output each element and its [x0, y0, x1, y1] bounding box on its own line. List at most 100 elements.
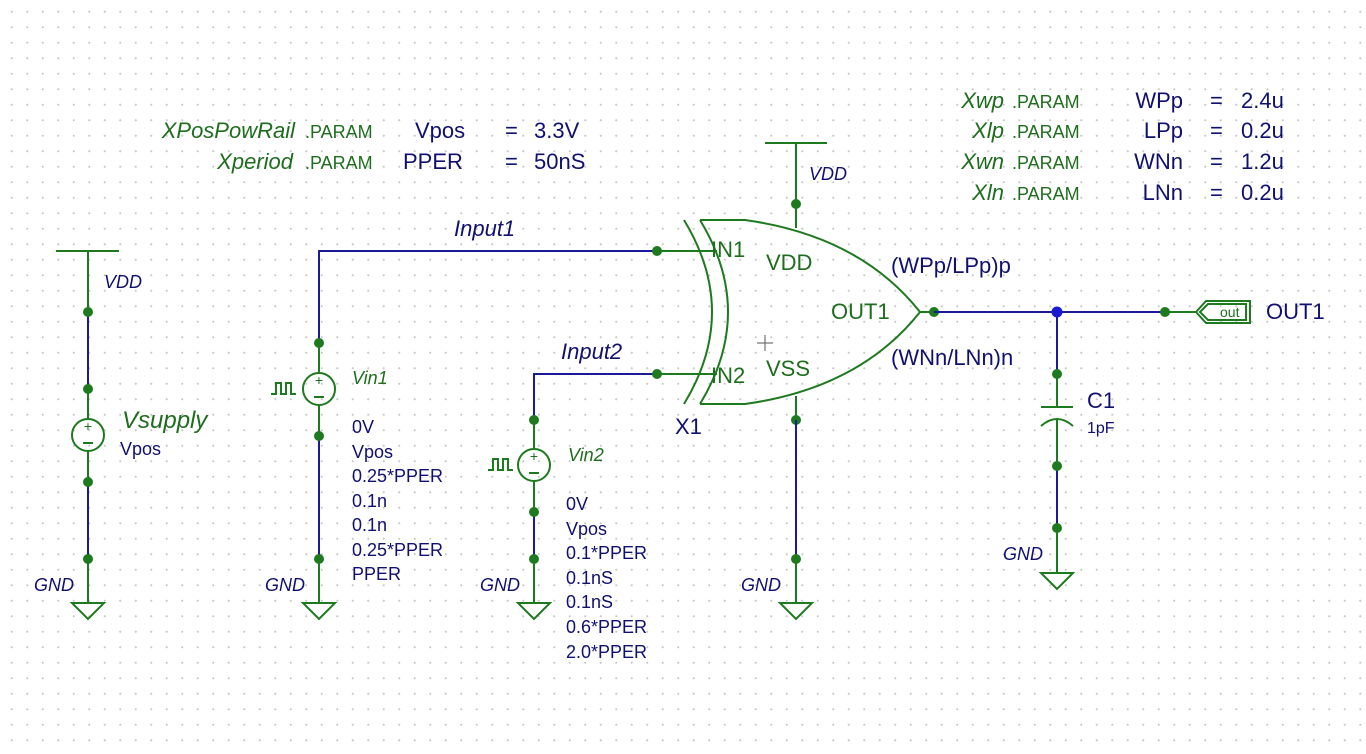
param-line: PPER: [352, 564, 401, 584]
pin-dot: [1160, 307, 1170, 317]
param-line: 0V: [566, 494, 588, 514]
xor-gate-x1[interactable]: IN1 IN2 VDD VSS OUT1 X1 (WPp/LPp)p (WNn/…: [652, 199, 1013, 439]
ground-icon: [777, 602, 815, 621]
param-value[interactable]: 0.2u: [1241, 180, 1284, 205]
wire-input2: [533, 373, 657, 420]
gate-vdd-supply: VDD: [765, 142, 847, 204]
param-keyword: .PARAM: [1012, 153, 1080, 173]
param-keyword: .PARAM: [1012, 122, 1080, 142]
param-line: 0.1nS: [566, 568, 613, 588]
param-value[interactable]: 50nS: [534, 149, 585, 174]
cap-name[interactable]: C1: [1087, 388, 1115, 413]
net-label-gnd: GND: [265, 575, 305, 595]
source-params[interactable]: 0V Vpos 0.25*PPER 0.1n 0.1n 0.25*PPER PP…: [352, 417, 443, 584]
source-value[interactable]: Vpos: [120, 439, 161, 459]
param-line: 0.6*PPER: [566, 617, 647, 637]
param-line: 0.1n: [352, 491, 387, 511]
net-label-vdd: VDD: [104, 272, 142, 292]
pin-dot: [1052, 369, 1062, 379]
pin-dot: [83, 554, 93, 564]
pin-label-vdd: VDD: [766, 250, 812, 275]
wire-input1: [318, 250, 657, 343]
source-name[interactable]: Vin1: [352, 368, 388, 388]
param-line: 0.1n: [352, 515, 387, 535]
port-flag-inner: [1198, 303, 1247, 321]
instance-name[interactable]: X1: [675, 414, 702, 439]
param-block-right: Xwp .PARAM WPp = 2.4u Xlp .PARAM LPp = 0…: [960, 88, 1284, 205]
xor-input-arc: [683, 219, 713, 405]
param-line: 0.25*PPER: [352, 540, 443, 560]
vin2-pulse-source[interactable]: + Vin2 0V Vpos 0.1*PPER 0.1nS 0.1nS 0.6*…: [480, 339, 657, 662]
param-value[interactable]: 0.2u: [1241, 118, 1284, 143]
vsupply-source[interactable]: + VDD Vsupply Vpos GND: [34, 250, 209, 621]
param-equals: =: [1210, 180, 1223, 205]
param-variable: WPp: [1135, 88, 1183, 113]
pulse-waveform-icon: [488, 458, 513, 471]
pin-dot: [83, 384, 93, 394]
param-name[interactable]: XPosPowRail: [161, 118, 296, 143]
param-keyword: .PARAM: [1012, 184, 1080, 204]
param-line: Vpos: [566, 519, 607, 539]
pin-dot: [652, 246, 662, 256]
pin-label-out1: OUT1: [831, 299, 890, 324]
ground-icon: [515, 602, 553, 621]
param-equals: =: [1210, 118, 1223, 143]
param-keyword: .PARAM: [305, 122, 373, 142]
pin-dot: [529, 554, 539, 564]
param-block-left: XPosPowRail .PARAM Vpos = 3.3V Xperiod .…: [161, 118, 586, 174]
param-name[interactable]: Xlp: [971, 118, 1004, 143]
output-net[interactable]: [934, 306, 1165, 375]
ground-icon: [69, 602, 107, 621]
param-value[interactable]: 3.3V: [534, 118, 580, 143]
net-label-gnd: GND: [480, 575, 520, 595]
capacitor-c1[interactable]: C1 1pF GND: [1003, 369, 1115, 591]
net-label-input2[interactable]: Input2: [561, 339, 622, 364]
param-value[interactable]: 1.2u: [1241, 149, 1284, 174]
plus-sign: +: [315, 372, 323, 388]
param-name[interactable]: Xwp: [960, 88, 1004, 113]
pin-label-in1: IN1: [711, 237, 745, 262]
ground-icon: [1038, 572, 1076, 591]
port-label[interactable]: OUT1: [1266, 299, 1325, 324]
param-line: 0.25*PPER: [352, 466, 443, 486]
pin-dot: [791, 554, 801, 564]
param-line: 2.0*PPER: [566, 642, 647, 662]
port-flag-icon: [1194, 300, 1251, 324]
param-equals: =: [505, 118, 518, 143]
pin-label-vss: VSS: [766, 356, 810, 381]
param-keyword: .PARAM: [1012, 92, 1080, 112]
source-params[interactable]: 0V Vpos 0.1*PPER 0.1nS 0.1nS 0.6*PPER 2.…: [566, 494, 647, 662]
param-name[interactable]: Xwn: [960, 149, 1004, 174]
output-port[interactable]: out OUT1: [1160, 299, 1325, 324]
pin-dot: [314, 554, 324, 564]
param-value[interactable]: 2.4u: [1241, 88, 1284, 113]
pin-label-in2: IN2: [711, 363, 745, 388]
param-line: 0.1*PPER: [566, 543, 647, 563]
pin-dot: [314, 338, 324, 348]
pin-dot: [314, 431, 324, 441]
param-equals: =: [1210, 149, 1223, 174]
vin1-pulse-source[interactable]: + Vin1 0V Vpos 0.25*PPER 0.1n 0.1n 0.25*…: [265, 216, 657, 621]
cap-value[interactable]: 1pF: [1087, 420, 1115, 437]
port-tag: out: [1220, 304, 1240, 320]
pin-dot: [83, 477, 93, 487]
ground-icon: [300, 602, 338, 621]
junction-dot: [1051, 306, 1063, 318]
param-keyword: .PARAM: [305, 153, 373, 173]
plus-sign: +: [84, 418, 92, 434]
param-equals: =: [1210, 88, 1223, 113]
param-line: 0.1nS: [566, 592, 613, 612]
pulse-waveform-icon: [271, 382, 296, 395]
param-variable: LPp: [1144, 118, 1183, 143]
param-line: Vpos: [352, 442, 393, 462]
source-name[interactable]: Vin2: [568, 445, 604, 465]
pmos-size-label: (WPp/LPp)p: [891, 253, 1011, 278]
gate-gnd: GND: [741, 420, 815, 621]
net-label-gnd: GND: [741, 575, 781, 595]
param-name[interactable]: Xln: [971, 180, 1004, 205]
param-name[interactable]: Xperiod: [216, 149, 294, 174]
net-label-input1[interactable]: Input1: [454, 216, 515, 241]
source-name[interactable]: Vsupply: [122, 407, 209, 434]
